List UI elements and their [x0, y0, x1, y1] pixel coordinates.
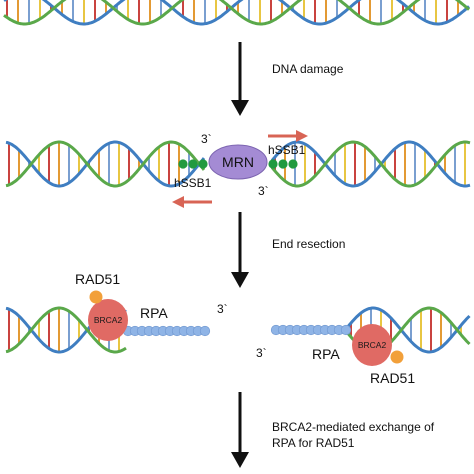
step-label-dna-damage: DNA damage [272, 62, 344, 76]
rad51-dot-right [390, 350, 404, 364]
rad51-dot-left [89, 290, 103, 304]
brca2-left [88, 299, 128, 341]
rpa-label-left: RPA [140, 305, 168, 321]
down-arrow-1 [231, 42, 249, 116]
step-label-end-resection: End resection [272, 237, 345, 251]
mrn-label: MRN [222, 154, 254, 170]
rpa-bead [340, 324, 352, 336]
rpa-label-right: RPA [312, 346, 340, 362]
dna-backbone [5, 140, 206, 188]
dna-backbone [3, 0, 470, 26]
rad51-label-right: RAD51 [370, 370, 415, 386]
dna-backbone [5, 306, 127, 354]
rad51-label-left: RAD51 [75, 271, 120, 287]
dna-backbone [3, 0, 470, 26]
three-prime-end-mid-right: 3` [258, 184, 269, 198]
hssb1-dots-right [268, 159, 298, 169]
dna-backbone [5, 140, 206, 188]
hssb1-label-left: hSSB1 [174, 176, 212, 190]
dna-helix-top [3, 0, 470, 26]
down-arrow-2 [231, 212, 249, 288]
brca2-label-left: BRCA2 [94, 315, 123, 325]
arrow-right-red [268, 130, 308, 142]
step-label-exchange-line2: RPA for RAD51 [272, 436, 355, 450]
rpa-bead [199, 325, 211, 337]
dna-backbone [346, 306, 471, 354]
three-prime-end-bottom-right: 3` [256, 346, 267, 360]
mrn-complex [208, 144, 268, 180]
three-prime-end-mid-left: 3` [201, 132, 212, 146]
dna-helix-middle-left [5, 140, 206, 188]
rpa-filament-right [270, 324, 352, 336]
step-label-exchange-line1: BRCA2-mediated exchange of [272, 420, 435, 434]
hssb1-label-right: hSSB1 [268, 143, 306, 157]
three-prime-end-bottom-left: 3` [217, 302, 228, 316]
arrow-left-red [172, 196, 212, 208]
hssb1-dots-left [178, 159, 208, 169]
dna-backbone [270, 140, 471, 188]
rpa-filament-left [122, 325, 211, 337]
brca2-right [352, 324, 392, 366]
down-arrow-3 [231, 392, 249, 468]
brca2-label-right: BRCA2 [358, 340, 387, 350]
